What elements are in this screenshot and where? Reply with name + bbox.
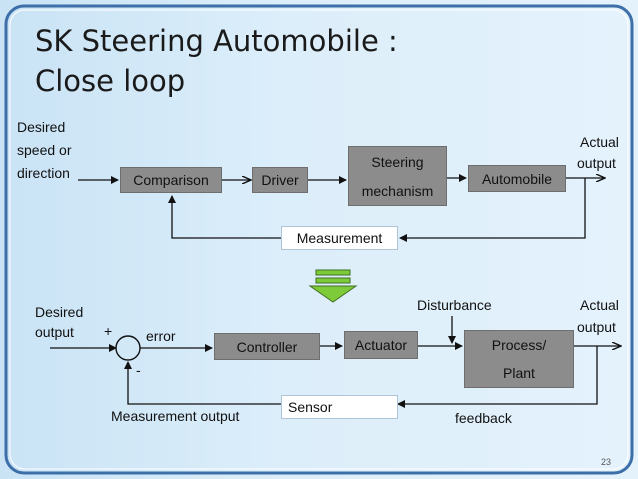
- error-label: error: [146, 328, 176, 344]
- sensor-block: Sensor: [281, 395, 398, 419]
- bottom-output-label-line1: Actual: [580, 297, 619, 313]
- top-input-label-line2: speed or: [17, 142, 72, 158]
- comparison-block: Comparison: [120, 167, 222, 193]
- actuator-block: Actuator: [344, 331, 418, 359]
- summing-junction: [115, 335, 141, 361]
- bottom-feedback-line: [397, 346, 598, 408]
- plus-sign: +: [104, 323, 113, 339]
- bottom-output-label-line2: output: [577, 319, 616, 335]
- driver-block: Driver: [252, 167, 308, 193]
- mechanism-label: mechanism: [361, 182, 434, 199]
- slide-title-line2: Close loop: [35, 64, 186, 98]
- page-number: 23: [600, 457, 611, 467]
- measurement-output-line: [124, 361, 281, 405]
- measurement-block: Measurement: [281, 226, 398, 250]
- top-feedback-line: [399, 178, 586, 242]
- slide-title-line1: SK Steering Automobile :: [35, 24, 398, 58]
- steering-label: Steering: [371, 153, 424, 170]
- top-measurement-return-line: [168, 195, 281, 239]
- process-label: Process/: [491, 337, 547, 353]
- green-down-arrow: [308, 269, 358, 303]
- controller-block: Controller: [214, 333, 320, 360]
- process-plant-block: Process/ Plant: [464, 330, 574, 388]
- bottom-input-label-line2: output: [35, 324, 74, 340]
- top-input-label-line1: Desired: [17, 119, 66, 135]
- top-output-label-line1: Actual: [580, 134, 619, 150]
- minus-sign: -: [136, 362, 141, 378]
- disturbance-label: Disturbance: [417, 297, 492, 313]
- bottom-input-label-line1: Desired: [35, 304, 84, 320]
- top-output-label-line2: output: [577, 155, 616, 171]
- feedback-label: feedback: [455, 410, 512, 426]
- top-input-label-line3: direction: [17, 165, 70, 181]
- automobile-block: Automobile: [468, 165, 566, 192]
- plant-label: Plant: [503, 365, 535, 381]
- steering-mechanism-block: Steering mechanism: [348, 146, 447, 206]
- measurement-output-label: Measurement output: [111, 408, 240, 424]
